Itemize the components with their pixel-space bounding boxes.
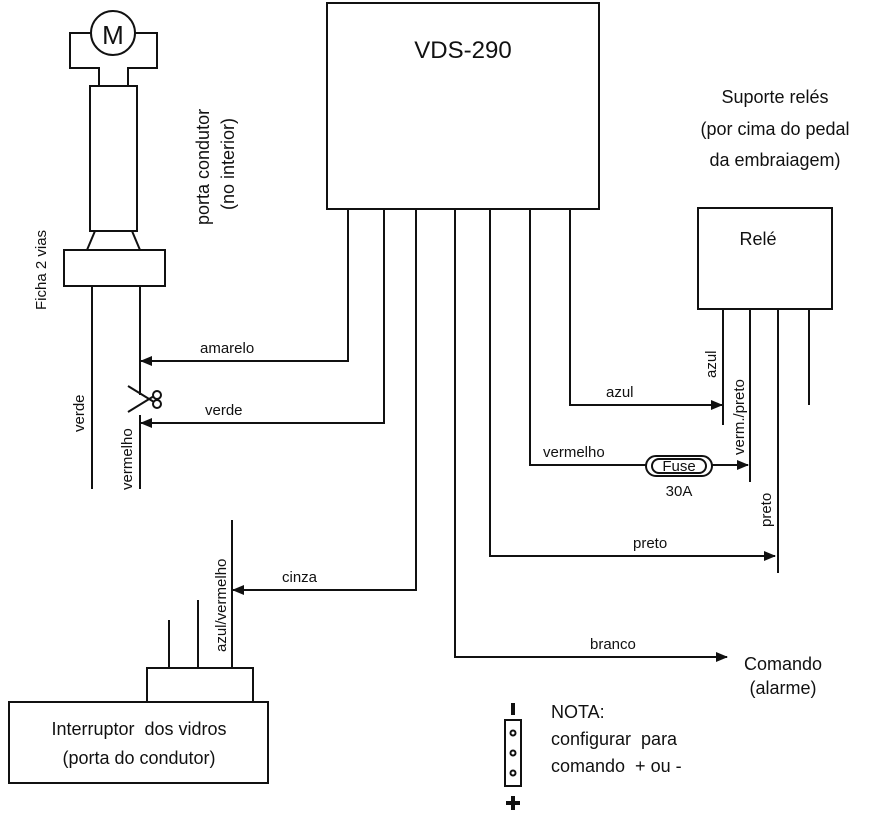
note-line3: comando + ou - <box>551 756 682 776</box>
command-line2: (alarme) <box>749 678 816 698</box>
label-verde: verde <box>205 402 243 419</box>
fuse-label: Fuse <box>662 458 695 475</box>
jumper-pin-1 <box>509 729 517 737</box>
relay-support-line3: da embraiagem) <box>709 150 840 170</box>
connector-taper <box>85 230 142 251</box>
jumper-pin-2 <box>509 749 517 757</box>
note-line2: configurar para <box>551 729 678 749</box>
vds-290-module <box>326 2 600 210</box>
wire-preto <box>489 209 776 561</box>
command-line1: Comando <box>744 654 822 674</box>
motor-conduit <box>89 85 138 232</box>
label-branco: branco <box>590 636 636 653</box>
window-switch <box>8 701 269 784</box>
fuse: Fuse 30A <box>645 455 713 500</box>
connector-label: Ficha 2 vias <box>33 230 50 310</box>
motor-lead-right <box>127 32 158 86</box>
connector-2-way <box>63 249 166 287</box>
door-label-line1: porta condutor <box>193 109 213 225</box>
label-cinza: cinza <box>282 569 318 586</box>
note-line1: NOTA: <box>551 702 605 722</box>
label-azul-vermelho: azul/vermelho <box>213 559 230 652</box>
relay-support-line2: (por cima do pedal <box>700 119 849 139</box>
relay-label: Relé <box>739 229 776 249</box>
label-verde-motor: verde <box>71 394 88 432</box>
jumper-minus-mark <box>511 703 515 715</box>
switch-cap <box>146 667 254 703</box>
motor-lead-left <box>69 32 100 86</box>
label-azul-relay: azul <box>703 350 720 378</box>
switch-line2: (porta do condutor) <box>62 748 215 768</box>
wire-amarelo <box>140 209 349 366</box>
label-azul: azul <box>606 384 634 401</box>
scissors-icon <box>127 385 162 413</box>
fuse-rating: 30A <box>666 483 693 500</box>
module-label: VDS-290 <box>414 37 511 64</box>
wire-azul <box>569 209 723 410</box>
label-preto: preto <box>633 535 667 552</box>
label-verm-preto: verm./preto <box>731 379 748 455</box>
fuse-inner <box>651 458 707 474</box>
door-label-line2: (no interior) <box>218 118 238 210</box>
motor-symbol: M <box>102 20 124 50</box>
wire-vermelho <box>529 209 646 466</box>
wire-branco <box>454 209 728 662</box>
wire-verde <box>140 209 385 428</box>
relay-box <box>697 207 833 310</box>
label-preto-relay: preto <box>758 493 775 527</box>
jumper-plus-horizontal <box>506 801 520 805</box>
jumper: - + <box>504 703 522 810</box>
switch-line1: Interruptor dos vidros <box>51 719 226 739</box>
wire-cinza <box>232 209 417 595</box>
motor: M <box>63 10 166 287</box>
label-vermelho: vermelho <box>543 444 605 461</box>
jumper-pin-3 <box>509 769 517 777</box>
label-amarelo: amarelo <box>200 340 254 357</box>
relay-support-line1: Suporte relés <box>721 87 828 107</box>
label-vermelho-motor: vermelho <box>119 428 136 490</box>
